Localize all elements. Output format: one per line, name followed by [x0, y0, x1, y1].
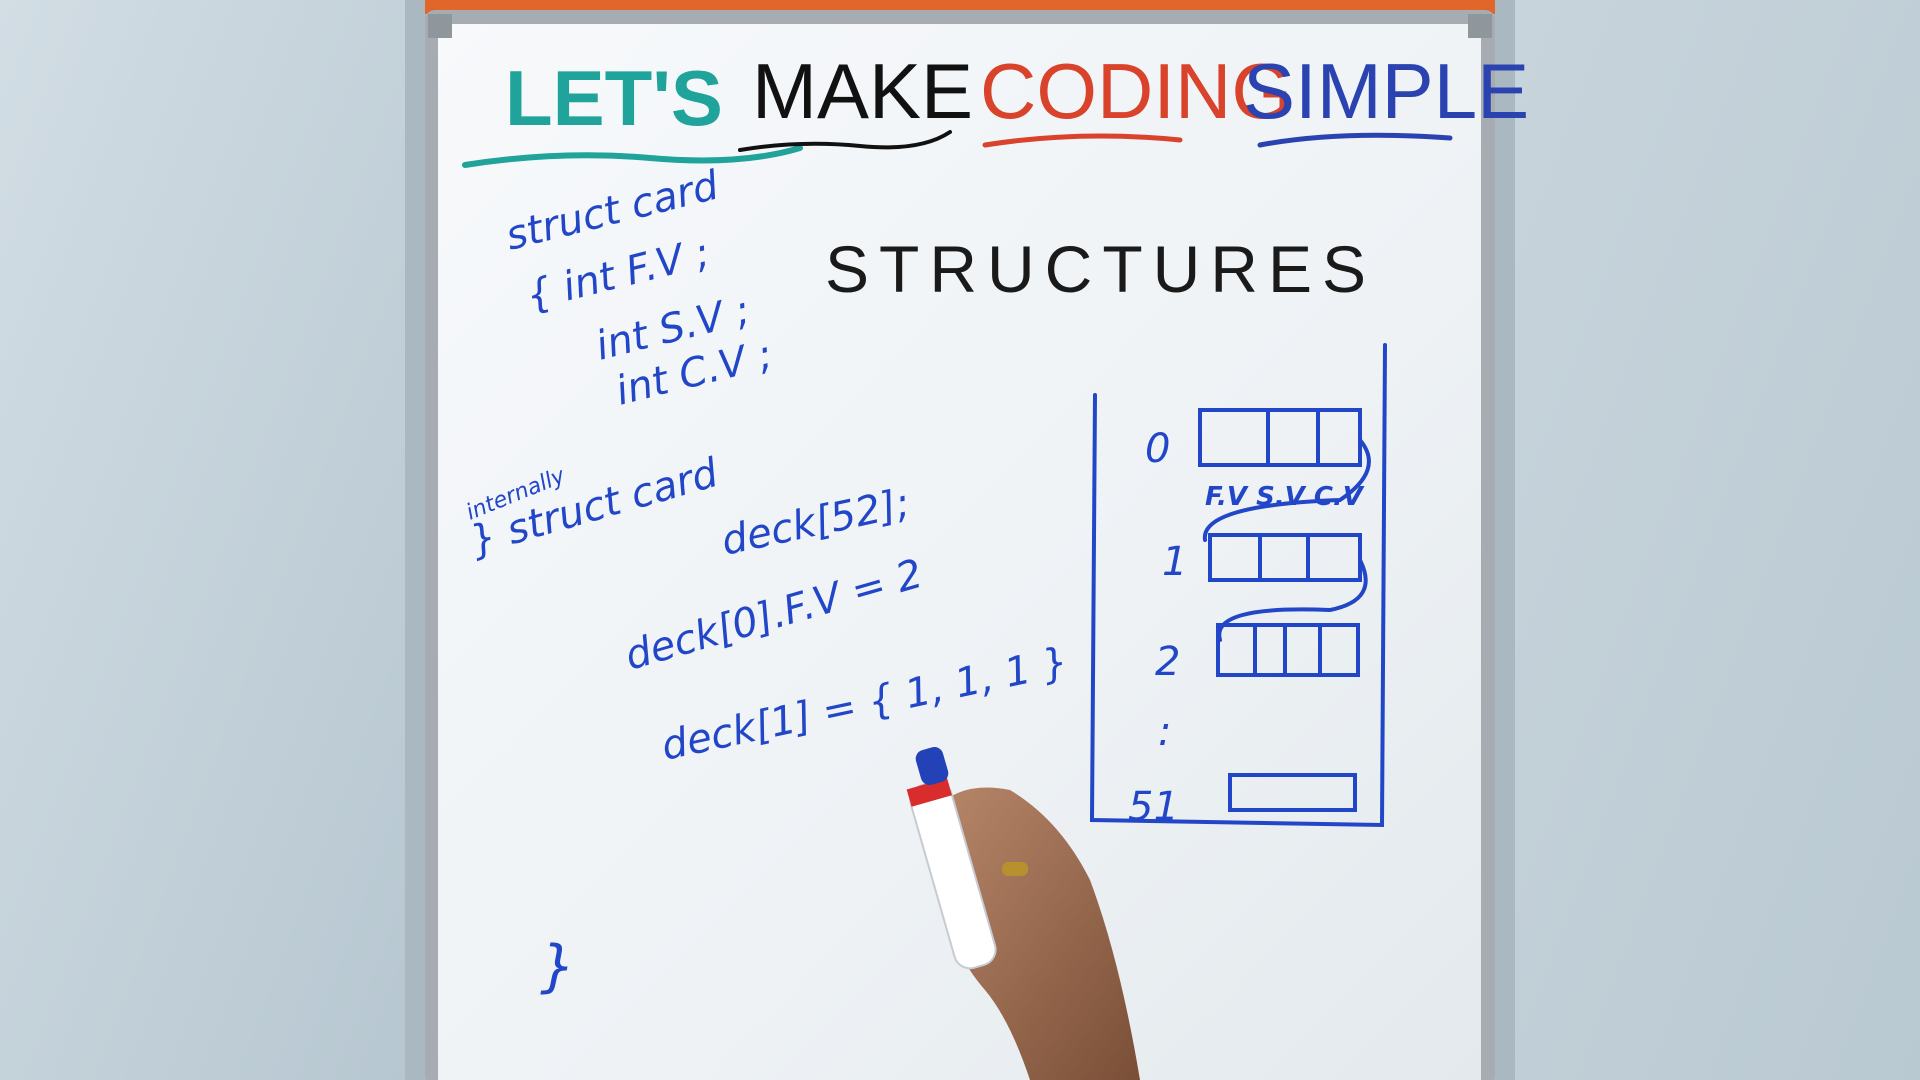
title-word-make: MAKE	[752, 47, 973, 135]
hand-with-marker	[906, 746, 1140, 1080]
title-word-lets: LET'S	[505, 54, 723, 142]
row-label-dots: :	[1158, 709, 1171, 755]
row-label-0: 0	[1145, 426, 1170, 472]
frame-corner-tl	[428, 14, 452, 38]
title-word-coding: CODING	[980, 47, 1292, 135]
marker-band	[906, 777, 952, 807]
struct-box-2	[1216, 623, 1360, 677]
diagram-outer-bracket	[1089, 343, 1387, 828]
wall-left	[0, 0, 405, 1080]
code-line-10: }	[540, 934, 576, 999]
field-labels: F.V S.V C.V	[1205, 482, 1365, 512]
struct-box-0	[1198, 408, 1362, 467]
connector-1-to-2	[1217, 558, 1368, 642]
hand	[933, 787, 1140, 1080]
title-underline-red	[982, 133, 1183, 148]
struct-box-1	[1208, 533, 1362, 582]
row-label-2: 2	[1155, 639, 1180, 685]
heading-structures: STRUCTURES	[825, 232, 1376, 306]
ring	[1002, 862, 1028, 876]
connector-0-to-1	[1202, 438, 1371, 542]
frame-corner-tr	[1468, 14, 1492, 38]
title-banner: LET'S MAKE CODING SIMPLE	[505, 47, 1529, 142]
row-label-1: 1	[1162, 539, 1187, 585]
array-diagram	[1089, 343, 1387, 828]
diagram-labels: 0 1 2 : 51 F.V S.V C.V	[1128, 426, 1365, 830]
title-word-simple: SIMPLE	[1243, 47, 1529, 135]
title-underline-blue	[1257, 132, 1453, 148]
struct-box-51	[1228, 773, 1357, 812]
wall-right	[1515, 0, 1920, 1080]
title-underline-teal	[462, 145, 803, 168]
marker-tip	[915, 746, 949, 786]
title-underline-black	[738, 130, 952, 152]
row-label-51: 51	[1128, 784, 1179, 830]
